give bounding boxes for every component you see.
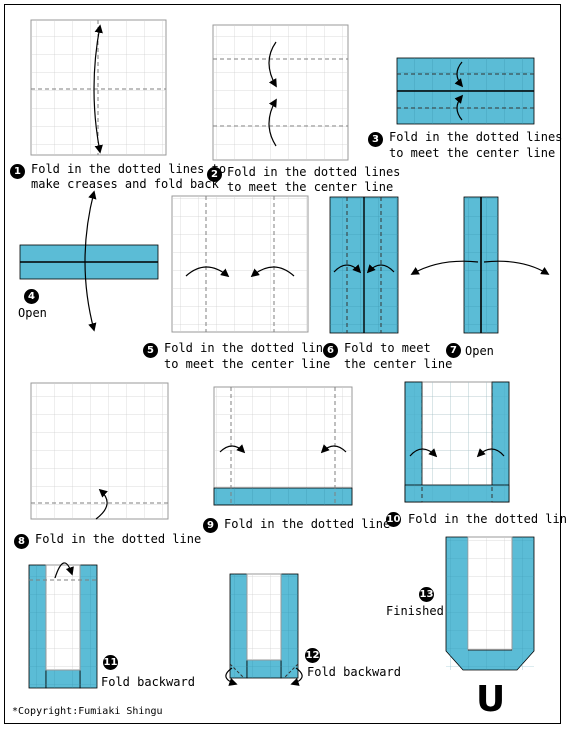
step-3-instruction-line-2: to meet the center line [389, 146, 556, 160]
step-6-number: 6 [323, 343, 338, 358]
step-7-instruction: Open [465, 344, 494, 358]
step-5-number: 5 [143, 343, 158, 358]
step-5-instruction-line-2: to meet the center line [164, 357, 331, 371]
step-8-number: 8 [14, 534, 29, 549]
step-11-figure [28, 562, 98, 689]
step-10-number: 10 [386, 512, 401, 527]
step-11-number: 11 [103, 655, 118, 670]
step-12-number: 12 [305, 648, 320, 663]
step-13-instruction: Finished [386, 604, 444, 618]
step-10-figure [404, 381, 510, 503]
step-2-figure [212, 24, 349, 161]
step-13-number: 13 [419, 587, 434, 602]
step-5-instruction-line-1: Fold in the dotted lines [164, 341, 338, 355]
step-4-figure [19, 190, 159, 332]
step-5-figure [171, 195, 309, 333]
step-11-instruction: Fold backward [101, 675, 195, 689]
step-2-instruction-line-2: to meet the center line [227, 180, 394, 194]
step-8-figure [30, 382, 169, 520]
step-9-figure [213, 386, 353, 506]
step-4-number: 4 [24, 289, 39, 304]
step-9-number: 9 [203, 518, 218, 533]
step-6-instruction-line-1: Fold to meet [344, 341, 431, 355]
step-1-instruction-line-2: make creases and fold back [31, 177, 219, 191]
step-3-instruction-line-1: Fold in the dotted lines [389, 130, 563, 144]
step-12-instruction: Fold backward [307, 665, 401, 679]
copyright-notice: *Copyright:Fumiaki Shingu [12, 706, 163, 717]
step-1-number: 1 [10, 164, 25, 179]
step-6-figure [329, 196, 399, 334]
step-1-instruction-line-1: Fold in the dotted lines to [31, 162, 227, 176]
step-4-instruction: Open [18, 306, 47, 320]
step-10-instruction: Fold in the dotted line [408, 512, 567, 526]
step-12-figure [225, 573, 303, 686]
step-7-figure [410, 196, 550, 334]
step-7-number: 7 [446, 343, 461, 358]
step-2-instruction-line-1: Fold in the dotted lines [227, 165, 401, 179]
finished-u-figure [445, 536, 535, 671]
result-letter: U [476, 679, 506, 720]
step-1-figure [30, 19, 167, 156]
step-3-number: 3 [368, 132, 383, 147]
step-8-instruction: Fold in the dotted line [35, 532, 202, 546]
diagram-frame [4, 4, 561, 724]
step-6-instruction-line-2: the center line [344, 357, 453, 371]
step-2-number: 2 [207, 167, 222, 182]
step-9-instruction: Fold in the dotted line [224, 517, 391, 531]
step-3-figure [396, 57, 535, 125]
